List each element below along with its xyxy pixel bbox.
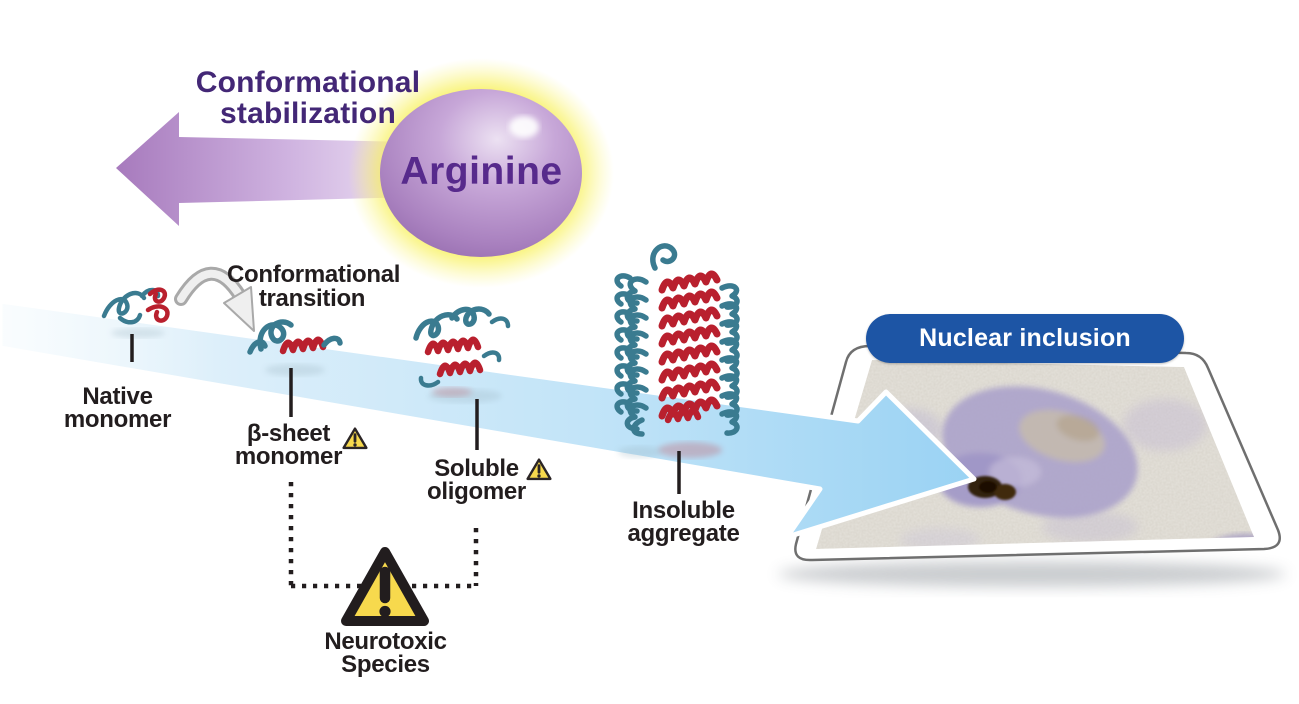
insoluble-line1: Insoluble bbox=[632, 497, 735, 524]
native-line2: monomer bbox=[63, 406, 172, 433]
stabilization-label: Conformational stabilization bbox=[150, 67, 466, 129]
transition-label: Conformational transition bbox=[227, 261, 401, 312]
stage-label-insoluble-aggregate: Insoluble aggregate bbox=[611, 497, 756, 547]
soluble-line2: oligomer bbox=[427, 478, 526, 505]
micrograph-panel bbox=[778, 344, 1286, 587]
stage-label-native-monomer: Native monomer bbox=[45, 383, 190, 433]
stage-label-beta-sheet-monomer: β-sheet monomer bbox=[216, 420, 361, 470]
soluble-line1: Soluble bbox=[434, 455, 519, 482]
beta-line1: β-sheet bbox=[246, 420, 331, 447]
native-line1: Native bbox=[82, 383, 153, 410]
stage-label-soluble-oligomer: Soluble oligomer bbox=[404, 455, 549, 505]
beta-line2: monomer bbox=[234, 443, 343, 470]
panel-shadow bbox=[778, 561, 1286, 587]
curved-arrow-icon bbox=[174, 266, 255, 332]
stabilization-line1: Conformational bbox=[195, 66, 421, 99]
native-monomer-molecule bbox=[101, 287, 170, 338]
stabilization-line2: stabilization bbox=[220, 97, 396, 130]
transition-line1: Conformational bbox=[227, 261, 401, 288]
insoluble-line2: aggregate bbox=[627, 520, 740, 547]
soluble-oligomer-molecule bbox=[413, 306, 511, 403]
arginine-label: Arginine bbox=[400, 150, 563, 193]
insoluble-aggregate-molecule bbox=[617, 243, 737, 458]
micrograph-image bbox=[816, 360, 1254, 549]
pathway-arrow bbox=[0, 298, 977, 540]
sphere-highlight bbox=[509, 116, 539, 138]
beta-sheet-monomer-molecule bbox=[247, 319, 343, 376]
nuclear-inclusion-spot bbox=[968, 476, 1016, 500]
neurotoxic-line1: Neurotoxic bbox=[324, 628, 447, 655]
transition-line2: transition bbox=[258, 285, 366, 312]
neurotoxic-warning-icon bbox=[341, 547, 429, 626]
neurotoxic-label: Neurotoxic Species bbox=[313, 628, 458, 678]
dotted-bracket bbox=[288, 482, 479, 589]
nuclear-inclusion-badge: Nuclear inclusion bbox=[866, 314, 1184, 363]
neurotoxic-line2: Species bbox=[341, 651, 430, 678]
